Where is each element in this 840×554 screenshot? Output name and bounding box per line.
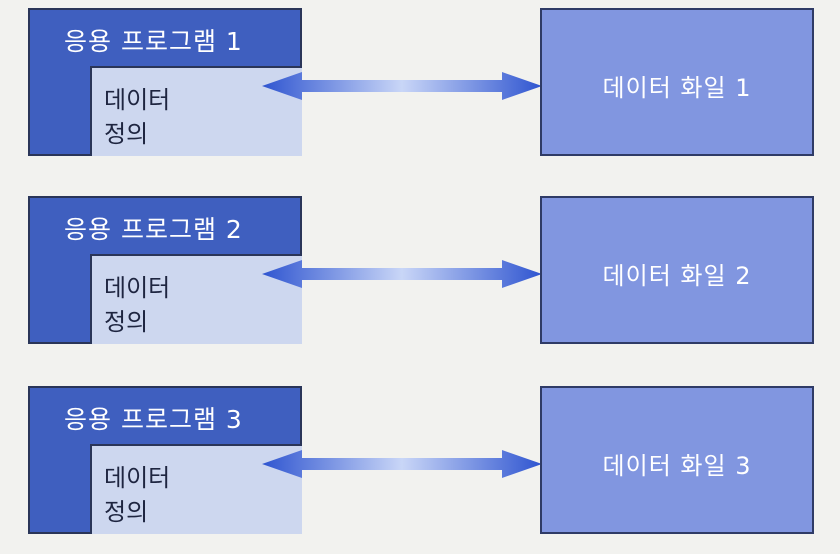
double-arrow-icon [262, 260, 542, 288]
data-file-box-2: 데이터 화일 2 [540, 196, 814, 344]
data-file-label: 데이터 화일 3 [602, 452, 752, 480]
data-file-box-1: 데이터 화일 1 [540, 8, 814, 156]
data-definition-line-2: 정의 [104, 308, 149, 336]
double-arrow-icon [262, 450, 542, 478]
data-definition-line-2: 정의 [104, 498, 149, 526]
data-file-label: 데이터 화일 2 [602, 262, 752, 290]
data-definition-line-2: 정의 [104, 120, 149, 148]
data-definition-line-1: 데이터 [104, 464, 171, 492]
diagram-row-2: 응용 프로그램 2 데이터 정의 데이터 화일 2 [0, 196, 840, 346]
double-arrow-icon [262, 72, 542, 100]
data-definition-line-1: 데이터 [104, 274, 171, 302]
application-program-label: 응용 프로그램 2 [64, 215, 243, 244]
data-definition-box: 데이터 정의 [90, 444, 302, 534]
diagram-row-3: 응용 프로그램 3 데이터 정의 데이터 화일 3 [0, 386, 840, 536]
application-program-box-3: 응용 프로그램 3 데이터 정의 [28, 386, 302, 534]
diagram-row-1: 응용 프로그램 1 데이터 정의 데이터 화일 1 [0, 8, 840, 158]
data-file-label: 데이터 화일 1 [602, 74, 752, 102]
application-program-box-2: 응용 프로그램 2 데이터 정의 [28, 196, 302, 344]
data-definition-box: 데이터 정의 [90, 66, 302, 156]
data-definition-box: 데이터 정의 [90, 254, 302, 344]
data-file-box-3: 데이터 화일 3 [540, 386, 814, 534]
application-program-box-1: 응용 프로그램 1 데이터 정의 [28, 8, 302, 156]
application-program-label: 응용 프로그램 3 [64, 405, 243, 434]
data-definition-line-1: 데이터 [104, 86, 171, 114]
application-program-label: 응용 프로그램 1 [64, 27, 243, 56]
